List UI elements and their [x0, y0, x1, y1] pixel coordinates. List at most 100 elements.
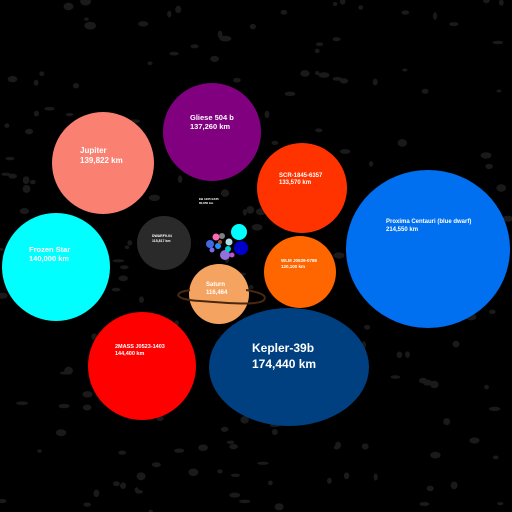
bubble-saturn-size: 116,464 [206, 290, 228, 296]
rock-speck [332, 77, 342, 81]
bubble-tiny-size: 80,850 km [199, 201, 214, 205]
rock-speck [264, 110, 270, 119]
rock-speck [401, 10, 410, 15]
bubble-2mass[interactable]: 2MASS J0523-1403 144,400 km [88, 312, 196, 420]
cluster-planet[interactable] [225, 238, 233, 246]
rock-speck [82, 404, 92, 411]
rock-speck [5, 156, 15, 161]
rock-speck [19, 208, 30, 215]
rock-speck [390, 375, 401, 379]
bubble-kepler[interactable]: Kepler-39b 174,440 km [209, 308, 369, 426]
bubble-tiny[interactable]: EB 1265 EZ35 80,850 km [199, 197, 219, 205]
rock-speck [152, 462, 161, 468]
rock-speck [268, 480, 273, 486]
bubble-gliese-size: 137,260 km [190, 122, 230, 131]
bubble-dwarf[interactable]: DWARF9-04 115,817 km [137, 216, 191, 270]
bubble-jupiter-disc [52, 112, 154, 214]
rock-speck [332, 37, 341, 42]
rock-speck [22, 184, 31, 193]
rock-speck [469, 437, 480, 444]
rock-speck [242, 208, 247, 216]
rock-speck [93, 489, 100, 498]
rock-speck [16, 401, 29, 406]
cluster-planet[interactable] [218, 240, 222, 244]
rock-speck [497, 502, 504, 506]
rock-speck [257, 461, 269, 465]
rock-speck [0, 292, 8, 299]
bubble-gliese[interactable]: Gliese 504 b 137,260 km [163, 83, 261, 181]
cluster-planet[interactable] [206, 240, 214, 248]
rock-speck [217, 30, 223, 39]
rock-speck [210, 55, 219, 63]
rock-speck [4, 123, 10, 128]
rock-speck [422, 379, 433, 386]
rock-speck [230, 473, 240, 477]
rock-speck [430, 451, 441, 459]
cluster-planet[interactable] [225, 246, 231, 252]
rock-speck [220, 426, 229, 432]
bubble-wlm-size: 120,100 km [281, 264, 305, 269]
rock-speck [127, 240, 133, 246]
bubble-scr-size: 133,570 km [279, 180, 311, 186]
bubble-gliese-name: Gliese 504 b [190, 113, 234, 122]
rock-speck [315, 71, 320, 75]
rock-speck [333, 445, 340, 450]
bubble-frozen-star-name: Frozen Star [29, 245, 70, 254]
rock-speck [483, 0, 490, 4]
bubble-jupiter-size: 139,822 km [80, 156, 123, 165]
rock-speck [274, 503, 284, 511]
bubble-scr-name: SCR-1845-6357 [279, 173, 323, 179]
rock-speck [333, 252, 345, 259]
rock-speck [419, 502, 430, 506]
small-planet-cluster [206, 224, 248, 260]
rock-speck [198, 444, 209, 452]
rock-speck [452, 340, 460, 348]
rock-speck [22, 176, 30, 185]
rock-speck [246, 206, 255, 214]
bubble-wlm[interactable]: WLM J0539-0785 120,100 km [264, 236, 336, 308]
bubble-dwarf-disc [137, 216, 191, 270]
cluster-planet[interactable] [209, 247, 215, 253]
cluster-planet[interactable] [231, 224, 247, 240]
bubble-proxima[interactable]: Proxima Centauri (blue dwarf) 214,550 km [346, 170, 510, 328]
rock-speck [139, 296, 144, 304]
rock-speck [84, 17, 89, 21]
rock-speck [492, 40, 504, 45]
rock-speck [492, 455, 499, 460]
rock-speck [169, 51, 179, 56]
rock-speck [449, 22, 459, 27]
cluster-planet[interactable] [215, 243, 221, 249]
rock-speck [64, 366, 73, 375]
cluster-planet[interactable] [212, 233, 220, 241]
rock-speck [55, 429, 67, 437]
rock-speck [284, 91, 296, 97]
bubble-2mass-size: 144,400 km [115, 351, 144, 357]
cluster-planet[interactable] [234, 241, 248, 255]
rock-speck [136, 472, 146, 481]
cluster-planet[interactable] [219, 233, 225, 239]
rock-speck [84, 21, 96, 30]
rock-speck [190, 44, 199, 49]
bubble-jupiter[interactable]: Jupiter 139,822 km [52, 112, 154, 214]
bubble-proxima-disc [346, 170, 510, 328]
bubble-scr-disc [257, 143, 347, 233]
saturn-ring-icon [177, 289, 266, 305]
bubble-kepler-disc [209, 308, 369, 426]
rock-speck [488, 406, 501, 411]
bubble-saturn[interactable]: Saturn 116,464 [177, 264, 266, 324]
rock-speck [1, 172, 11, 176]
rock-speck [118, 450, 127, 455]
rock-speck [402, 68, 408, 72]
bubble-frozen-star[interactable]: Frozen Star 140,000 km [2, 213, 110, 321]
rock-speck [339, 149, 351, 154]
bubble-scr[interactable]: SCR-1845-6357 133,570 km [257, 143, 347, 233]
cluster-planet[interactable] [220, 250, 230, 260]
rock-speck [358, 5, 364, 10]
rock-speck [167, 10, 172, 18]
rock-speck [124, 245, 130, 250]
cluster-planet[interactable] [229, 252, 235, 258]
rock-speck [226, 440, 235, 444]
rock-speck [147, 61, 153, 66]
rock-speck [220, 189, 230, 197]
rock-speck [29, 179, 36, 185]
